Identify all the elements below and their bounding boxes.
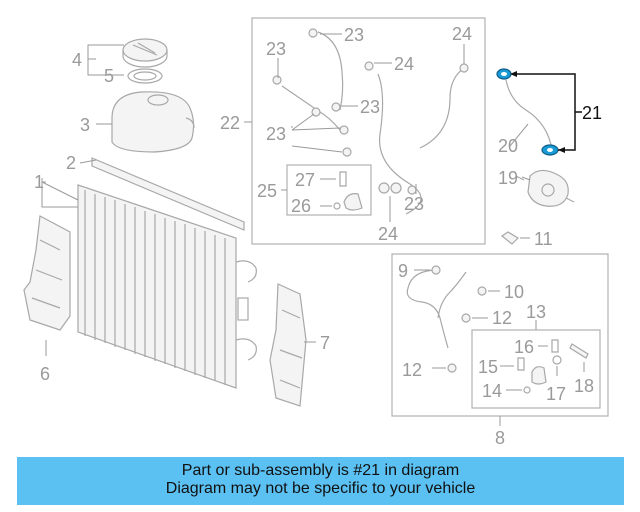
clip-12-b[interactable] (447, 363, 457, 373)
label-6: 6 (40, 364, 50, 384)
connector-26[interactable] (333, 193, 363, 211)
label-23-d: 23 (266, 124, 286, 144)
reservoir-seal[interactable] (127, 68, 163, 84)
upper-coolant-hose[interactable] (281, 31, 465, 215)
coolant-pipe-assembly[interactable] (406, 269, 467, 349)
label-24-a: 24 (394, 54, 414, 74)
hose-clamps-24[interactable] (364, 61, 469, 194)
label-4: 4 (72, 50, 82, 70)
label-26: 26 (291, 196, 311, 216)
right-air-guide[interactable] (269, 283, 307, 407)
info-banner: Part or sub-assembly is #21 in diagram D… (17, 457, 624, 505)
hose-group-box-22 (251, 17, 486, 245)
label-1: 1 (34, 172, 44, 192)
label-5: 5 (104, 66, 114, 86)
reservoir-cap[interactable] (122, 38, 168, 68)
connector-15[interactable] (517, 357, 525, 371)
clip-10[interactable] (477, 286, 487, 296)
label-15: 15 (478, 357, 498, 377)
label-27: 27 (295, 170, 315, 190)
label-13: 13 (526, 302, 546, 322)
parts-diagram: 4 5 3 1 2 6 7 (23, 17, 609, 448)
label-12-a: 12 (492, 308, 512, 328)
label-23-c: 23 (360, 97, 380, 117)
label-23-b: 23 (266, 39, 286, 59)
radiator-seal-strip[interactable] (91, 157, 245, 231)
label-11: 11 (534, 229, 553, 249)
label-19: 19 (498, 168, 518, 188)
label-20: 20 (498, 136, 518, 156)
label-3: 3 (80, 115, 90, 135)
hose-clamp-21-upper[interactable] (496, 68, 512, 80)
label-8: 8 (495, 428, 505, 448)
leader-21 (512, 73, 576, 151)
label-7: 7 (320, 333, 330, 353)
label-22: 22 (220, 113, 240, 133)
label-21: 21 (582, 103, 602, 123)
auxiliary-water-pump[interactable] (515, 169, 575, 207)
label-24-c: 24 (378, 224, 398, 244)
hose-clamps-23[interactable] (272, 28, 417, 195)
cap-17[interactable] (552, 355, 562, 365)
label-16: 16 (514, 337, 534, 357)
label-10: 10 (504, 282, 524, 302)
connector-27[interactable] (339, 171, 347, 187)
label-9: 9 (398, 261, 408, 281)
mounting-bracket-11[interactable] (500, 231, 519, 245)
coolant-hose-20[interactable] (505, 79, 553, 151)
label-14: 14 (482, 381, 502, 401)
label-2: 2 (66, 153, 76, 173)
clip-9[interactable] (431, 265, 441, 275)
left-air-guide[interactable] (23, 215, 71, 331)
expansion-tank[interactable] (111, 91, 195, 153)
label-23-e: 23 (404, 194, 424, 214)
label-23-a: 23 (344, 25, 364, 45)
banner-line-1: Part or sub-assembly is #21 in diagram (181, 462, 460, 479)
plug-17[interactable] (531, 366, 547, 385)
label-18: 18 (574, 376, 594, 396)
hose-clamp-21-lower[interactable] (541, 144, 559, 156)
clip-12-a[interactable] (461, 313, 471, 323)
label-24-b: 24 (452, 24, 472, 44)
radiator[interactable] (77, 184, 257, 389)
clip-18[interactable] (569, 343, 589, 359)
connector-16[interactable] (551, 339, 559, 353)
banner-line-2: Diagram may not be specific to your vehi… (165, 480, 476, 497)
label-17: 17 (546, 384, 566, 404)
label-12-b: 12 (402, 360, 422, 380)
seal-14[interactable] (523, 386, 531, 394)
label-25: 25 (257, 181, 277, 201)
